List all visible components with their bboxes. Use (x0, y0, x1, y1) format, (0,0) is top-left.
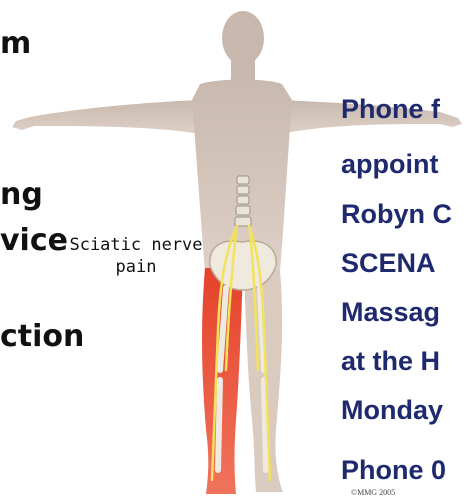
left-text-line-4: ction (0, 322, 84, 352)
neck (231, 58, 255, 80)
sciatic-nerve-label: Sciatic nerve pain (66, 234, 206, 278)
right-text-line-2: appoint (341, 151, 438, 178)
right-text-line-5: Massag (341, 299, 440, 326)
copyright-notice: ©MMG 2005 (351, 488, 395, 497)
spine (235, 176, 251, 226)
label-line-2: pain (116, 257, 157, 277)
left-text-line-3: vice (0, 226, 68, 256)
label-line-1: Sciatic nerve (69, 235, 202, 255)
right-text-line-1: Phone f (341, 96, 440, 123)
right-text-line-6: at the H (341, 348, 440, 375)
head (222, 11, 264, 65)
left-text-line-2: ng (0, 180, 43, 210)
left-text-line-1: m (0, 29, 31, 59)
right-text-line-7: Monday (341, 397, 443, 424)
right-text-line-8: Phone 0 (341, 457, 446, 484)
right-text-line-4: SCENA (341, 250, 436, 277)
right-text-line-3: Robyn C (341, 201, 452, 228)
